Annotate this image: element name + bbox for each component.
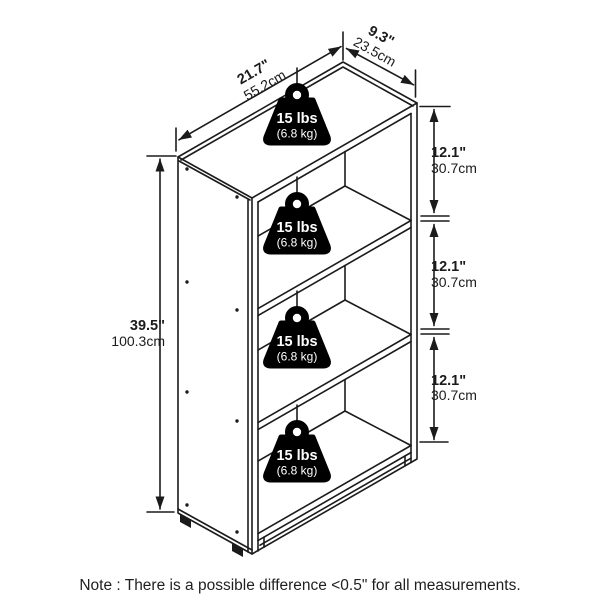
shelf-spacing-dimension-3: 12.1" 30.7cm	[419, 336, 477, 443]
weight-capacity-lbs: 15 lbs	[276, 220, 317, 236]
weight-capacity-lbs: 15 lbs	[276, 448, 317, 464]
spacing2-cm-label: 30.7cm	[431, 274, 477, 290]
weight-capacity-kg: (6.8 kg)	[277, 464, 318, 478]
spacing3-inches-label: 12.1"	[431, 373, 466, 389]
front-face	[257, 112, 412, 552]
spacing1-inches-label: 12.1"	[431, 145, 466, 161]
weight-icon-shelf1: 15 lbs (6.8 kg)	[263, 176, 331, 255]
measurement-note: Note : There is a possible difference <0…	[79, 577, 520, 594]
weight-icon-shelf3: 15 lbs (6.8 kg)	[263, 404, 331, 483]
spacing2-inches-label: 12.1"	[431, 259, 466, 275]
height-inches-label: 39.5"	[130, 318, 165, 334]
spacing1-cm-label: 30.7cm	[431, 160, 477, 176]
height-cm-label: 100.3cm	[111, 333, 165, 349]
weight-capacity-kg: (6.8 kg)	[277, 127, 318, 141]
weight-capacity-lbs: 15 lbs	[276, 334, 317, 350]
spacing3-cm-label: 30.7cm	[431, 387, 477, 403]
shelf-spacing-dimension-1: 12.1" 30.7cm	[419, 105, 477, 222]
weight-capacity-kg: (6.8 kg)	[277, 236, 318, 250]
screw-dots	[185, 167, 239, 534]
weight-capacity-lbs: 15 lbs	[276, 111, 317, 127]
height-dimension: 39.5" 100.3cm	[111, 155, 177, 513]
kickplate	[259, 455, 412, 549]
side-panel	[177, 160, 253, 555]
weight-capacity-kg: (6.8 kg)	[277, 350, 318, 364]
shelf-spacing-dimension-2: 12.1" 30.7cm	[420, 223, 477, 335]
feet	[180, 514, 243, 557]
weight-icon-shelf2: 15 lbs (6.8 kg)	[263, 290, 331, 369]
